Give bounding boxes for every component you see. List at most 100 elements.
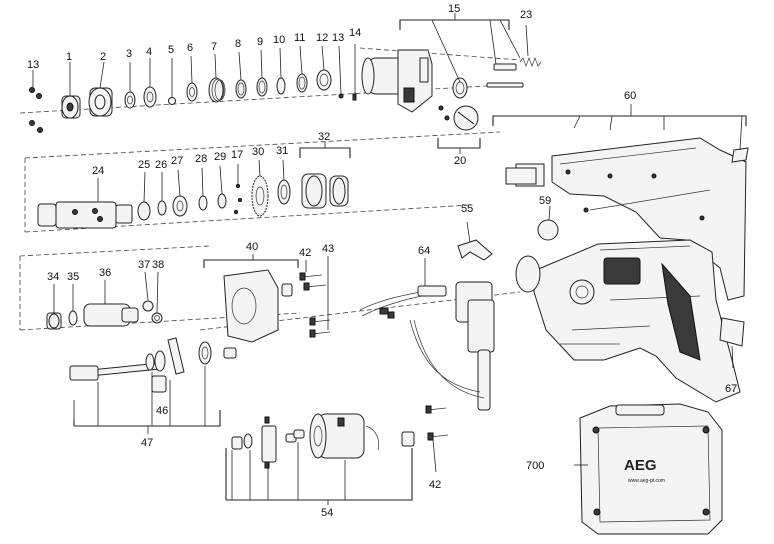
label-1: 1 xyxy=(66,51,72,63)
part-43-screws xyxy=(309,317,331,338)
row3-assembly xyxy=(19,245,521,343)
label-25: 25 xyxy=(138,159,150,171)
label-2: 2 xyxy=(100,51,106,63)
part-7-spring xyxy=(208,77,226,103)
label-42b: 42 xyxy=(429,479,441,491)
part-37-pin xyxy=(142,300,154,312)
label-20: 20 xyxy=(454,155,466,167)
label-14: 14 xyxy=(349,27,361,39)
part-3-ring xyxy=(124,91,136,109)
label-59: 59 xyxy=(539,195,551,207)
label-37: 37 xyxy=(138,259,150,271)
part-700-carry-case: AEG www.aeg-pt.com xyxy=(579,403,723,535)
label-17: 17 xyxy=(231,149,243,161)
part-number-labels: 13 1 2 3 4 5 6 7 8 9 10 11 12 13 14 15 2… xyxy=(27,3,737,519)
label-31: 31 xyxy=(276,145,288,157)
label-55: 55 xyxy=(461,203,473,215)
part-2-sleeve xyxy=(88,87,113,117)
label-15: 15 xyxy=(448,3,460,15)
label-40: 40 xyxy=(246,241,258,253)
label-47: 47 xyxy=(141,437,153,449)
part-42-screws xyxy=(299,272,327,291)
label-8: 8 xyxy=(235,38,241,50)
part-46-bracket xyxy=(151,375,167,393)
part-34-piston xyxy=(46,312,62,330)
label-27: 27 xyxy=(171,155,183,167)
label-3: 3 xyxy=(126,48,132,60)
label-34: 34 xyxy=(47,271,59,283)
part-23-spring xyxy=(519,57,542,67)
label-7: 7 xyxy=(211,41,217,53)
part-26-ring xyxy=(157,200,167,216)
row1-assembly xyxy=(19,47,521,133)
label-11: 11 xyxy=(294,32,305,44)
leader-lines xyxy=(32,13,747,505)
part-31-ring xyxy=(277,179,291,205)
label-28: 28 xyxy=(195,153,207,165)
label-42a: 42 xyxy=(299,247,311,259)
part-13-screws xyxy=(29,87,43,133)
label-43: 43 xyxy=(322,243,334,255)
part-64-switch-wiring xyxy=(359,281,495,411)
part-8-ring xyxy=(235,79,247,99)
part-38-ring xyxy=(151,312,163,324)
label-67: 67 xyxy=(725,383,737,395)
label-24: 24 xyxy=(92,165,104,177)
label-46: 46 xyxy=(156,405,168,417)
part-5-ball xyxy=(168,97,176,105)
part-17-balls xyxy=(233,183,243,215)
part-47-crank-assembly xyxy=(69,337,237,381)
label-54: 54 xyxy=(321,507,333,519)
part-6-ring xyxy=(186,82,198,102)
label-23: 23 xyxy=(520,9,532,21)
part-29-ring xyxy=(217,193,227,209)
part-11-circlip xyxy=(296,73,308,93)
label-64: 64 xyxy=(418,245,430,257)
label-35: 35 xyxy=(67,271,79,283)
part-24-spindle xyxy=(37,201,133,229)
row2-assembly xyxy=(24,131,501,233)
label-29: 29 xyxy=(214,151,226,163)
label-9: 9 xyxy=(257,36,263,48)
label-700: 700 xyxy=(526,460,544,472)
part-25-ring xyxy=(137,201,151,221)
label-60: 60 xyxy=(624,90,636,102)
part-55-switch-lever xyxy=(457,239,493,261)
label-4: 4 xyxy=(146,46,152,58)
part-59-cap xyxy=(537,219,559,241)
part-28-washer xyxy=(198,195,208,211)
label-12: 12 xyxy=(316,32,328,44)
case-url: www.aeg-pt.com xyxy=(628,478,665,484)
part-67-label-plate xyxy=(719,317,745,347)
case-brand-logo: AEG xyxy=(624,457,657,474)
part-27-bearing xyxy=(172,195,188,217)
part-9-ring xyxy=(256,77,268,97)
part-54-motor-assembly xyxy=(231,405,449,469)
part-32-clutch xyxy=(301,173,349,209)
part-40-gear-housing xyxy=(223,269,293,343)
label-30: 30 xyxy=(252,146,264,158)
label-32: 32 xyxy=(318,131,330,143)
label-13a: 13 xyxy=(27,59,39,71)
label-10: 10 xyxy=(273,34,285,46)
label-5: 5 xyxy=(168,44,174,56)
label-6: 6 xyxy=(187,42,193,54)
part-15-gear-housing xyxy=(361,49,524,113)
part-35-oring xyxy=(68,310,78,326)
part-36-piston-cylinder xyxy=(83,303,139,327)
part-60-tool-housing xyxy=(505,137,749,403)
part-15-knob xyxy=(452,77,468,99)
label-36: 36 xyxy=(99,267,111,279)
part-4-ring xyxy=(143,86,157,108)
part-30-gear xyxy=(251,175,269,217)
part-12-bearing xyxy=(316,69,332,91)
part-14-pin xyxy=(352,93,357,101)
part-42-motor-screws xyxy=(425,405,449,441)
label-13b: 13 xyxy=(332,32,344,44)
label-38: 38 xyxy=(152,259,164,271)
part-10-washer xyxy=(276,77,286,95)
part-20-switch-knob xyxy=(438,105,479,131)
label-26: 26 xyxy=(155,159,167,171)
part-13-pin xyxy=(338,93,344,99)
